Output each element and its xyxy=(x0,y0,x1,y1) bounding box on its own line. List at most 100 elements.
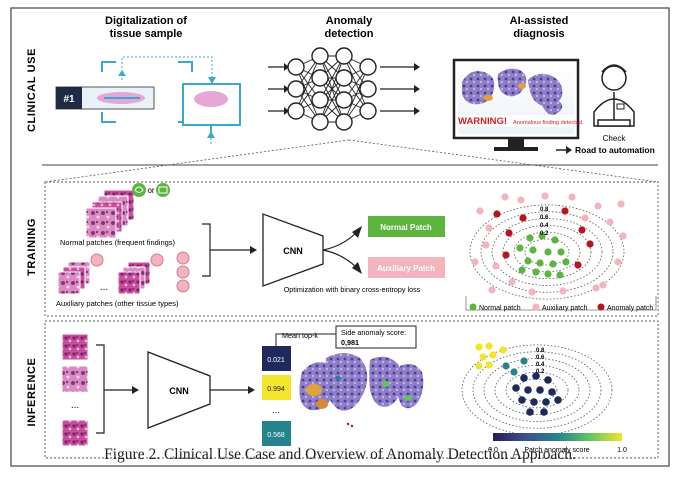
digitalization-title-line2: tissue sample xyxy=(110,28,183,40)
inference-ring xyxy=(472,351,602,429)
anomaly-point xyxy=(502,251,510,259)
inference-radius-0.8: 0.8 xyxy=(536,348,545,354)
auxiliary-point xyxy=(619,232,627,240)
inference-feature-points xyxy=(475,342,562,416)
score-value-2: 0.994 xyxy=(267,386,285,393)
optimization-label: Optimization with binary cross-entropy l… xyxy=(284,285,421,294)
nn-input-arrowhead xyxy=(284,107,289,115)
anomaly-title-line1: Anomaly xyxy=(326,15,373,27)
colorbar-min: 0.0 xyxy=(488,447,498,454)
warning-strong: WARNING! xyxy=(458,116,507,127)
low-score-point xyxy=(548,388,556,396)
anomaly-point xyxy=(519,214,527,222)
anomaly-point xyxy=(574,261,582,269)
auxiliary-point xyxy=(599,281,607,289)
training-ring xyxy=(491,218,603,286)
nn-node xyxy=(335,91,353,109)
inference-wsi-heatmap xyxy=(299,353,424,428)
normal-point xyxy=(536,259,544,267)
inference-panel xyxy=(44,320,659,459)
normal-point xyxy=(551,236,559,244)
ai-title-line2: diagnosis xyxy=(513,28,564,40)
auxiliary-ellipsis: ... xyxy=(100,282,108,293)
nn-node xyxy=(311,69,329,87)
legend-auxiliary-label: Auxiliary patch xyxy=(542,305,588,312)
road-to-automation-label: Road to automation xyxy=(575,145,655,155)
colorbar-max: 1.0 xyxy=(617,447,627,454)
mean-topk-label: Mean top-k xyxy=(282,331,318,340)
training-cnn-label: CNN xyxy=(283,246,303,256)
organ-icons-auxiliary xyxy=(90,251,190,293)
inference-ring xyxy=(483,358,591,422)
inference-radius-0.4: 0.4 xyxy=(536,362,545,368)
normal-point xyxy=(529,246,537,254)
normal-point xyxy=(516,244,524,252)
nn-input-arrowhead xyxy=(284,63,289,71)
row-label-training: TRAINING xyxy=(26,218,38,276)
auxiliary-point xyxy=(482,241,490,249)
inference-ring xyxy=(494,364,580,416)
normal-point xyxy=(532,268,540,276)
inference-input-bracket xyxy=(96,344,132,434)
auxiliary-point xyxy=(614,258,622,266)
slide-label-block xyxy=(56,87,82,109)
inference-cnn-label: CNN xyxy=(169,386,189,396)
low-score-point xyxy=(524,386,532,394)
auxiliary-point xyxy=(606,218,614,226)
training-radius-rings xyxy=(469,204,625,300)
anomaly-point xyxy=(586,240,594,248)
row-label-clinical-use: CLINICAL USE xyxy=(26,48,38,132)
mid-score-point xyxy=(510,368,518,376)
figure-frame xyxy=(10,7,670,467)
high-score-point xyxy=(499,346,507,354)
normal-point xyxy=(549,260,557,268)
normal-point xyxy=(538,232,546,240)
training-ring xyxy=(469,204,625,300)
training-radius-0.4: 0.4 xyxy=(540,223,549,229)
anomaly-title-line2: detection xyxy=(325,28,374,40)
auxiliary-point xyxy=(559,287,567,295)
inference-ellipsis-patches: ... xyxy=(71,400,79,411)
mid-score-point xyxy=(502,362,510,370)
low-score-point xyxy=(532,372,540,380)
auxiliary-patch-box-label: Auxiliary Patch xyxy=(377,264,435,273)
score-cell-1 xyxy=(262,346,291,371)
high-score-point xyxy=(475,343,483,351)
nn-edge xyxy=(319,55,345,123)
score-value-3: 0.568 xyxy=(267,432,285,439)
slide-scanner-illustration: #1 xyxy=(55,56,216,123)
anomaly-point xyxy=(505,229,513,237)
nn-node xyxy=(287,80,305,98)
auxiliary-point xyxy=(541,192,549,200)
training-ring xyxy=(524,238,570,266)
nn-node xyxy=(359,102,377,120)
nn-edge xyxy=(343,66,369,123)
warning-detail: Anomalous finding detected. xyxy=(513,120,584,126)
auxiliary-patch-box xyxy=(368,257,445,278)
nn-node xyxy=(311,47,329,65)
low-score-point xyxy=(544,376,552,384)
pathologist-icon xyxy=(593,64,635,127)
training-legend-frame xyxy=(465,296,657,311)
legend-normal-label: Normal patch xyxy=(479,305,521,312)
training-radius-0.6: 0.6 xyxy=(540,215,549,221)
legend-anomaly-swatch xyxy=(597,303,605,311)
training-ring xyxy=(502,224,592,280)
low-score-point xyxy=(554,396,562,404)
normal-patches-label: Normal patches (frequent findings) xyxy=(60,238,176,247)
auxiliary-point xyxy=(568,193,576,201)
training-input-bracket xyxy=(202,223,250,277)
low-score-point xyxy=(540,408,548,416)
training-feature-points xyxy=(471,192,627,296)
nn-node xyxy=(335,113,353,131)
check-label: Check xyxy=(603,134,627,143)
inference-ring xyxy=(505,371,569,409)
auxiliary-point xyxy=(471,258,479,266)
auxiliary-point xyxy=(492,262,500,270)
nn-node xyxy=(311,91,329,109)
nn-node xyxy=(335,47,353,65)
score-cell-3 xyxy=(262,421,291,446)
normal-point xyxy=(556,271,564,279)
high-score-point xyxy=(489,351,497,359)
auxiliary-point xyxy=(517,196,525,204)
